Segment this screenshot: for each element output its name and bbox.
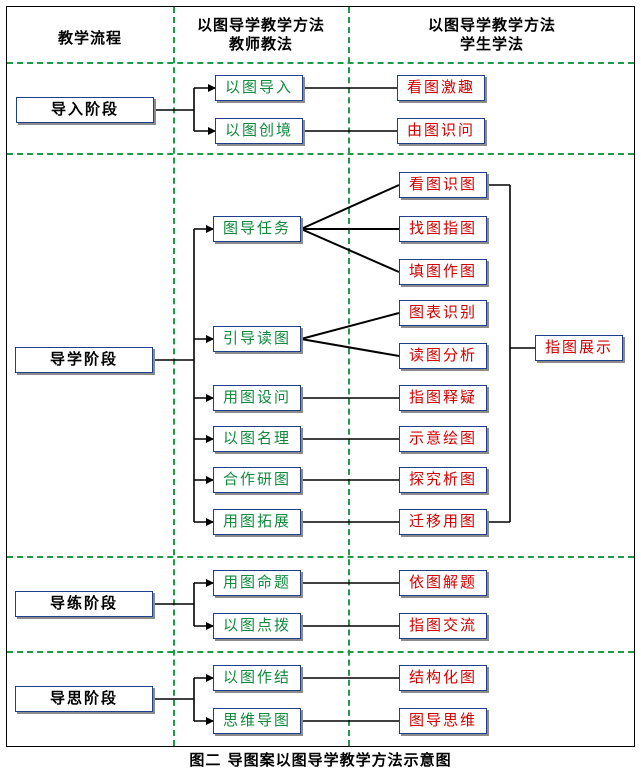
student-box-13: 指图交流 [399,613,487,639]
student-box-7: 读图分析 [399,343,487,369]
teacher-box-3: 图导任务 [213,216,301,242]
diagram-frame [6,6,635,747]
teacher-box-6: 以图名理 [213,426,301,452]
teacher-box-11: 以图作结 [213,665,301,691]
teacher-box-7: 合作研图 [213,467,301,493]
teacher-box-10: 以图点拨 [213,613,301,639]
teacher-box-4: 引导读图 [213,326,301,352]
student-box-2: 由图识问 [397,118,485,144]
header-student-method: 以图导学教学方法 学生学法 [427,16,556,53]
stage-reflect-box: 导思阶段 [15,686,153,712]
teacher-box-8: 用图拓展 [213,509,301,535]
student-box-11: 迁移用图 [399,509,487,535]
student-box-3: 看图识图 [399,172,487,198]
connector [300,184,400,230]
stage-practice-box: 导练阶段 [15,591,153,617]
figure-caption: 图二 导图案以图导学教学方法示意图 [189,751,452,769]
stage-study-box: 导学阶段 [15,347,153,373]
student-box-4: 找图指图 [399,216,487,242]
stage-intro-box: 导入阶段 [16,97,154,123]
student-box-5: 填图作图 [399,259,487,285]
connector [300,338,400,357]
row-divider-intro [7,153,634,155]
row-divider-header [7,62,634,64]
student-summary-box: 指图展示 [535,335,623,361]
student-box-10: 探究析图 [399,467,487,493]
student-box-9: 示意绘图 [399,426,487,452]
row-divider-study [7,556,634,558]
student-box-15: 图导思维 [399,708,487,734]
teacher-box-9: 用图命题 [213,570,301,596]
student-box-8: 指图释疑 [399,385,487,411]
column-divider-1 [173,7,175,746]
teacher-box-1: 以图导入 [215,75,303,101]
teacher-box-12: 思维导图 [213,708,301,734]
connector [300,228,400,273]
row-divider-practice [7,651,634,653]
teacher-box-5: 用图设问 [213,385,301,411]
student-box-1: 看图激趣 [397,75,485,101]
student-box-14: 结构化图 [399,665,487,691]
header-teacher-method: 以图导学教学方法 教师教法 [196,16,325,53]
connector [300,312,400,340]
teacher-box-2: 以图创境 [215,118,303,144]
column-divider-2 [348,7,350,746]
student-box-12: 依图解题 [399,570,487,596]
student-box-6: 图表识别 [399,300,487,326]
header-teaching-process: 教学流程 [57,29,122,47]
